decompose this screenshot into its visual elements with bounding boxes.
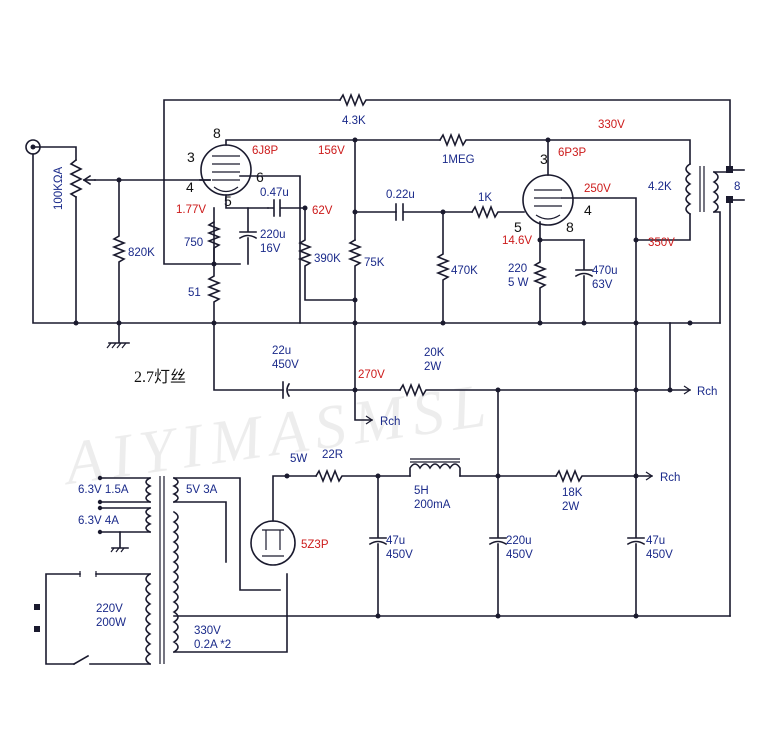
cap-22u-450v [282,381,401,399]
r22-label: 22R [322,449,343,461]
v270-label: 270V [358,369,385,381]
resistor-18k-2w [554,468,653,484]
v2-pin3: 3 [540,151,548,167]
r390-label: 390K [314,253,341,265]
cap-0.47u [267,199,306,217]
v1-pin6: 6 [256,169,264,185]
v350-label: 350V [648,237,675,249]
volume-pot [32,146,96,324]
v2-pin4: 4 [584,202,592,218]
v156-label: 156V [318,145,345,157]
rch-label-3: Rch [660,472,680,484]
r820-label: 820K [128,247,155,259]
resistor-220-5w [532,239,548,324]
resistor-1meg [438,132,549,148]
v1-type: 6J8P [252,145,279,157]
spk-8-label: 8 [734,181,740,193]
resistor-22r [314,468,411,484]
v2-pin8: 8 [566,219,574,235]
resistor-470k [435,211,451,324]
t-5v3a-label: 5V 3A [186,484,218,496]
resistor-1k [470,204,525,220]
pot-label: 100KΩA [53,167,65,210]
v2-pin5: 5 [514,219,522,235]
v1-pin3: 3 [187,149,195,165]
t-63-15-label: 6.3V 1.5A [78,484,129,496]
rectifier-5z3p [250,520,296,566]
cap-0.22u [395,203,473,221]
cap-47u-450v-b [626,475,646,617]
v1-pin8: 8 [213,125,221,141]
power-transformer [145,476,179,666]
rch-label-1: Rch [380,416,400,428]
resistor-820k [111,179,127,324]
c047-label: 0.47u [260,187,289,199]
rect-label: 5Z3P [301,539,329,551]
rch-label-2: Rch [697,386,717,398]
tube-6p3p [522,174,574,226]
r4k3-label: 4.3K [342,115,366,127]
cap-47u-450v-a [368,475,388,617]
mains-switch[interactable] [34,571,151,666]
v250-label: 250V [584,183,611,195]
resistor-51 [206,263,222,324]
r470k-label: 470K [451,265,478,277]
ground-icon [106,322,130,349]
heater-label: 2.7灯丝 [134,368,186,386]
c022-label: 0.22u [386,189,415,201]
v330-label: 330V [598,119,625,131]
v1-pin4: 4 [186,179,194,195]
v146-label: 14.6V [502,235,532,247]
choke-5h [409,458,557,477]
r51-label: 51 [188,287,201,299]
resistor-750 [206,220,222,265]
r750-label: 750 [184,237,203,249]
output-transformer [685,162,731,324]
v1-pin5: 5 [224,193,232,209]
r1meg-label: 1MEG [442,154,475,166]
cap-220u-450v [488,475,508,617]
resistor-75k [347,238,363,324]
v62-label: 62V [312,205,333,217]
resistor-20k-2w [398,382,691,398]
resistor-390k [297,207,356,301]
v2-type: 6P3P [558,147,586,159]
xfmr-4k2-label: 4.2K [648,181,672,193]
v177-label: 1.77V [176,204,206,216]
r22-5w-label: 5W [290,453,307,465]
cap-470u-63v [574,239,594,324]
tube-6j8p [200,144,252,196]
r75-label: 75K [364,257,385,269]
cap-220u-16v [238,207,258,265]
t-63-4-label: 6.3V 4A [78,515,119,527]
resistor-4k3 [338,92,731,171]
r1k-label: 1K [478,192,492,204]
